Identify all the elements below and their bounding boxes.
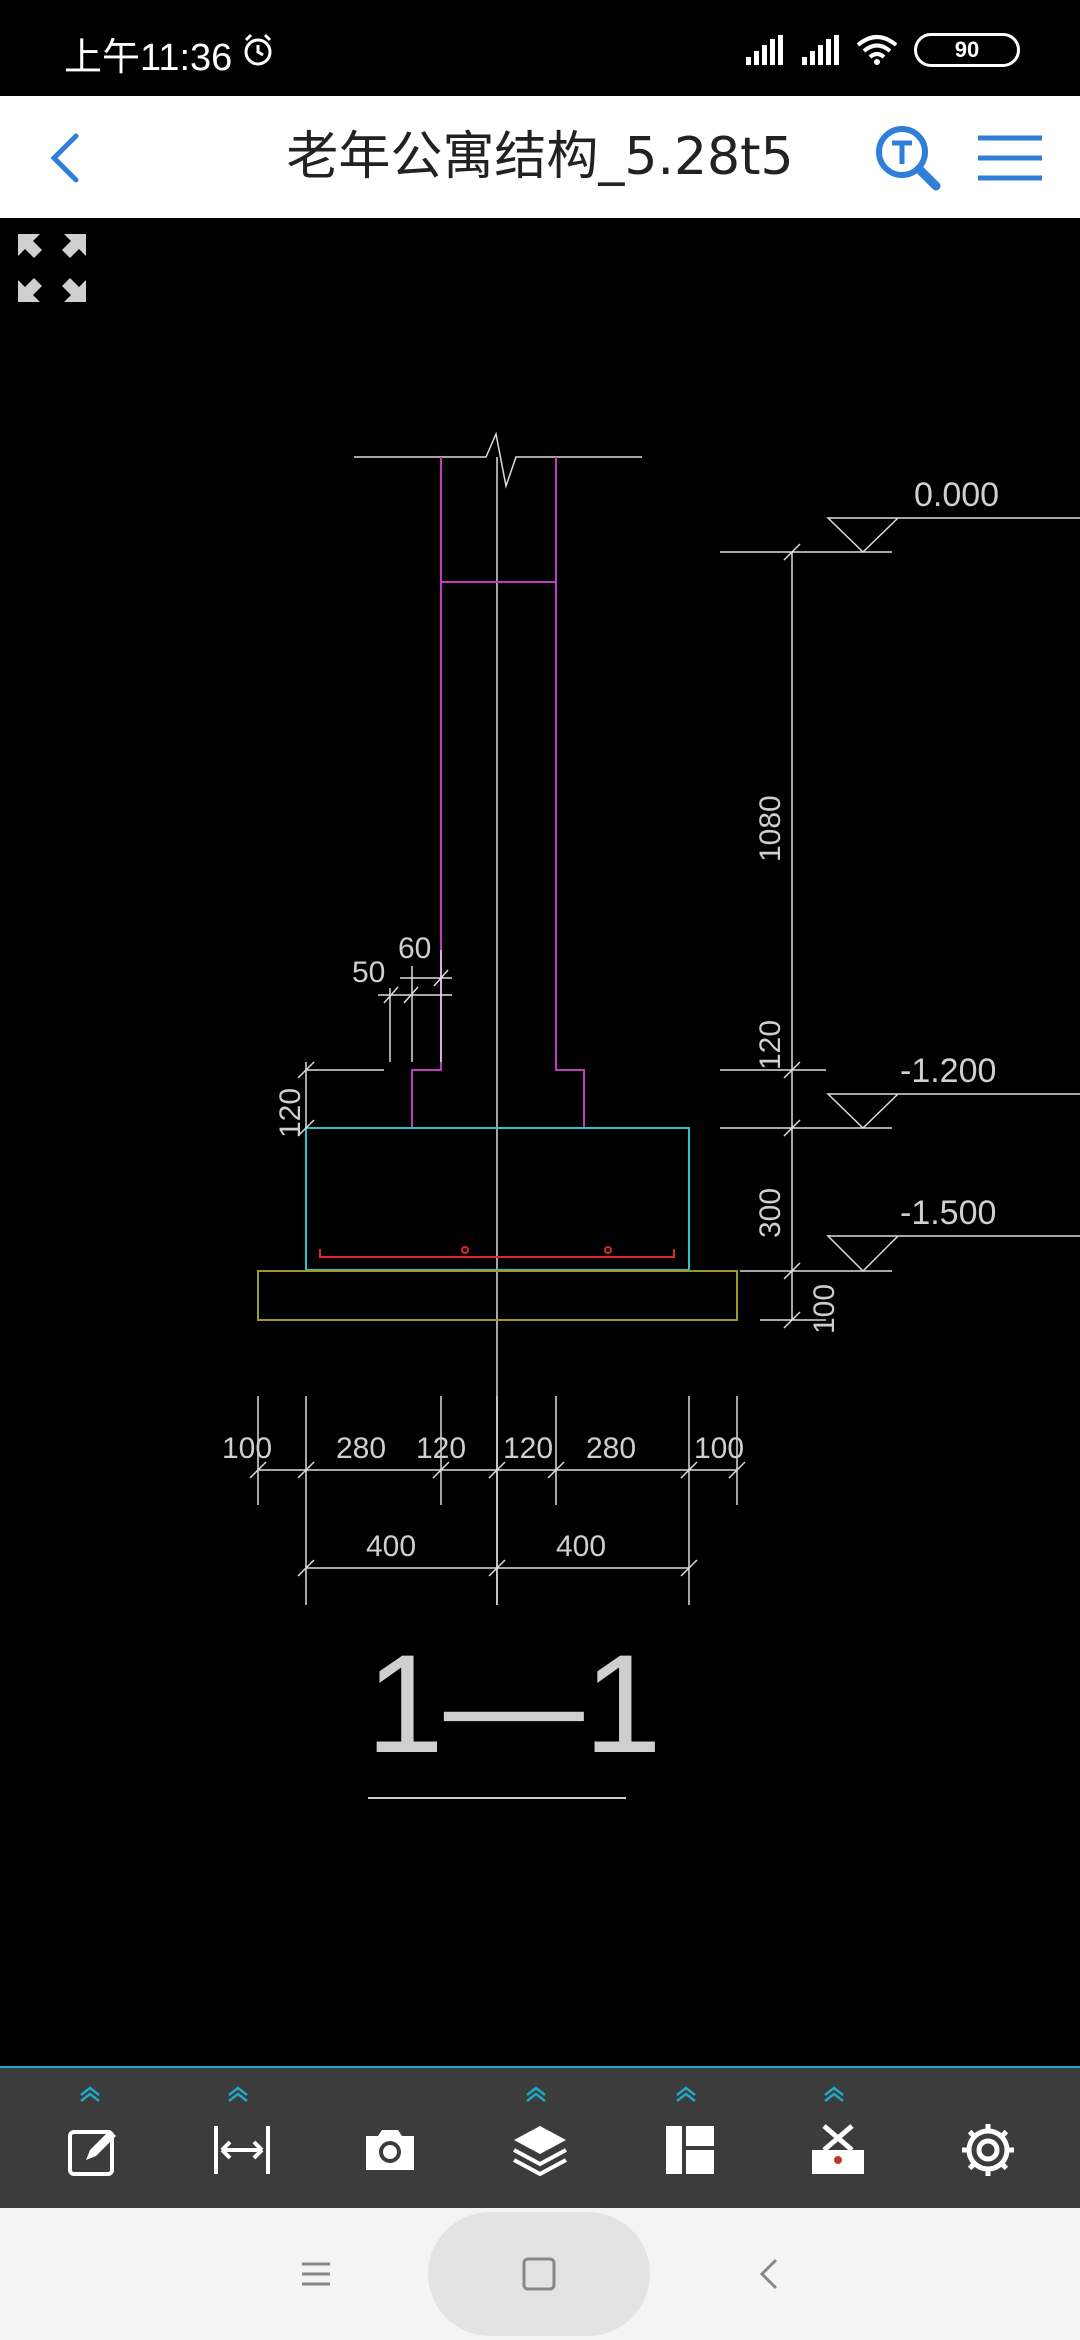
dimension-label: 60 <box>398 932 431 965</box>
camera-icon <box>366 2130 414 2170</box>
rebar <box>319 1246 675 1258</box>
toolbox-icon <box>812 2124 864 2174</box>
settings-button[interactable] <box>928 2068 1048 2208</box>
expand-up-icon <box>676 2086 696 2102</box>
expand-up-icon <box>80 2086 100 2102</box>
camera-tool-button[interactable] <box>330 2068 450 2208</box>
layout-icon <box>666 2126 714 2174</box>
signal-icon <box>746 35 783 65</box>
alarm-icon <box>244 33 272 66</box>
dimension-label: 100 <box>222 1432 272 1465</box>
cad-drawing: 0.000 -1.200 -1.500 1080 120 300 100 <box>222 431 1080 1799</box>
layers-icon <box>513 2126 567 2177</box>
system-nav-bar <box>0 2208 1080 2340</box>
dimension-label: 120 <box>503 1432 553 1465</box>
measure-tool-button[interactable] <box>182 2068 302 2208</box>
edit-tool-button[interactable] <box>34 2068 154 2208</box>
horizontal-dimensions <box>249 1396 746 1605</box>
dimension-label: 1080 <box>754 795 787 862</box>
dimension-label: 120 <box>754 1020 787 1070</box>
expand-up-icon <box>824 2086 844 2102</box>
status-time: 上午11:36 <box>64 37 233 79</box>
top-left-dimensions <box>297 950 452 1137</box>
drawing-canvas[interactable]: 0.000 -1.200 -1.500 1080 120 300 100 <box>0 218 1080 2068</box>
dimension-label: 280 <box>586 1432 636 1465</box>
edit-icon <box>68 2130 116 2176</box>
bottom-toolbar <box>0 2068 1080 2208</box>
title-bar: 老年公寓结构_5.28t5 <box>0 96 1080 218</box>
status-indicators: 90 <box>744 28 1020 72</box>
nav-home-button[interactable] <box>428 2212 650 2336</box>
dimension-label: 50 <box>352 956 385 989</box>
dimension-label: 400 <box>556 1530 606 1563</box>
back-icon[interactable] <box>30 118 110 198</box>
signal-icon <box>802 35 839 65</box>
nav-back-icon[interactable] <box>730 2244 810 2304</box>
toolbar-divider <box>0 2066 1080 2068</box>
fit-screen-icon[interactable] <box>12 228 92 308</box>
layers-tool-button[interactable] <box>480 2068 600 2208</box>
menu-icon[interactable] <box>970 118 1050 198</box>
elevation-label: -1.200 <box>900 1052 996 1090</box>
measure-icon <box>214 2126 270 2174</box>
section-label: 1—1 <box>366 1625 662 1782</box>
toolbox-tool-button[interactable] <box>778 2068 898 2208</box>
text-search-icon[interactable] <box>868 118 948 198</box>
dimension-label: 100 <box>694 1432 744 1465</box>
dimension-label: 300 <box>754 1188 787 1238</box>
settings-icon <box>962 2124 1014 2176</box>
battery-level: 90 <box>954 37 980 62</box>
elevation-label: 0.000 <box>914 476 999 514</box>
battery-icon: 90 <box>914 33 1020 67</box>
nav-home-icon <box>522 2257 556 2291</box>
layout-tool-button[interactable] <box>630 2068 750 2208</box>
elevation-markers <box>826 517 1080 1273</box>
break-line <box>354 431 642 489</box>
status-bar: 上午11:36 90 <box>0 0 1080 96</box>
dimension-label: 120 <box>274 1088 307 1138</box>
dimension-label: 280 <box>336 1432 386 1465</box>
elevation-label: -1.500 <box>900 1194 996 1232</box>
vertical-dimensions <box>720 543 892 1329</box>
cushion-layer <box>257 1270 738 1321</box>
expand-up-icon <box>526 2086 546 2102</box>
column-outline <box>411 457 585 1127</box>
dimension-label: 400 <box>366 1530 416 1563</box>
wifi-icon <box>856 35 898 65</box>
dimension-label: 100 <box>808 1284 841 1334</box>
dimension-label: 120 <box>416 1432 466 1465</box>
expand-up-icon <box>228 2086 248 2102</box>
nav-menu-icon[interactable] <box>276 2244 356 2304</box>
